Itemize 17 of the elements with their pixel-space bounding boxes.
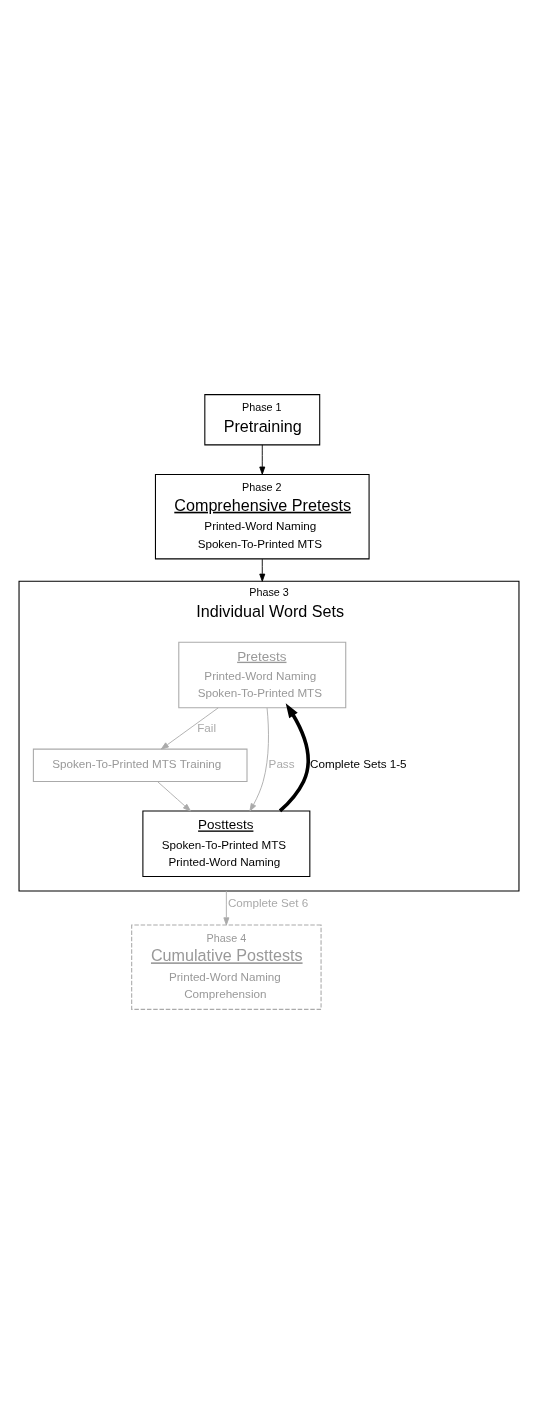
arrow (259, 558, 266, 582)
edge-label: Complete Sets 1-5 (310, 756, 407, 770)
arrow (160, 706, 219, 750)
arrow (278, 702, 310, 812)
edge-label: Pass (268, 756, 295, 770)
arrow (249, 707, 269, 811)
node-box: Posttests Spoken-To-Printed MTS Printed-Word Naming (142, 810, 311, 877)
edge-label: Fail (197, 720, 217, 734)
arrow (157, 780, 191, 811)
edge-label: Complete Set 6 (227, 895, 309, 909)
node-box: Phase 2 Comprehensive Pretests Printed-Word Naming Spoken-To-Printed MTS (154, 473, 370, 559)
node-box: Phase 1 Pretraining (204, 393, 321, 445)
node-box: Spoken-To-Printed MTS Training (32, 748, 248, 782)
node-box: Pretests Printed-Word Naming Spoken-To-Printed MTS (178, 641, 347, 708)
arrow (259, 443, 266, 475)
arrow (223, 889, 230, 925)
node-box: Phase 4 Cumulative Posttests Printed-Word Naming Comprehension (131, 924, 322, 1010)
